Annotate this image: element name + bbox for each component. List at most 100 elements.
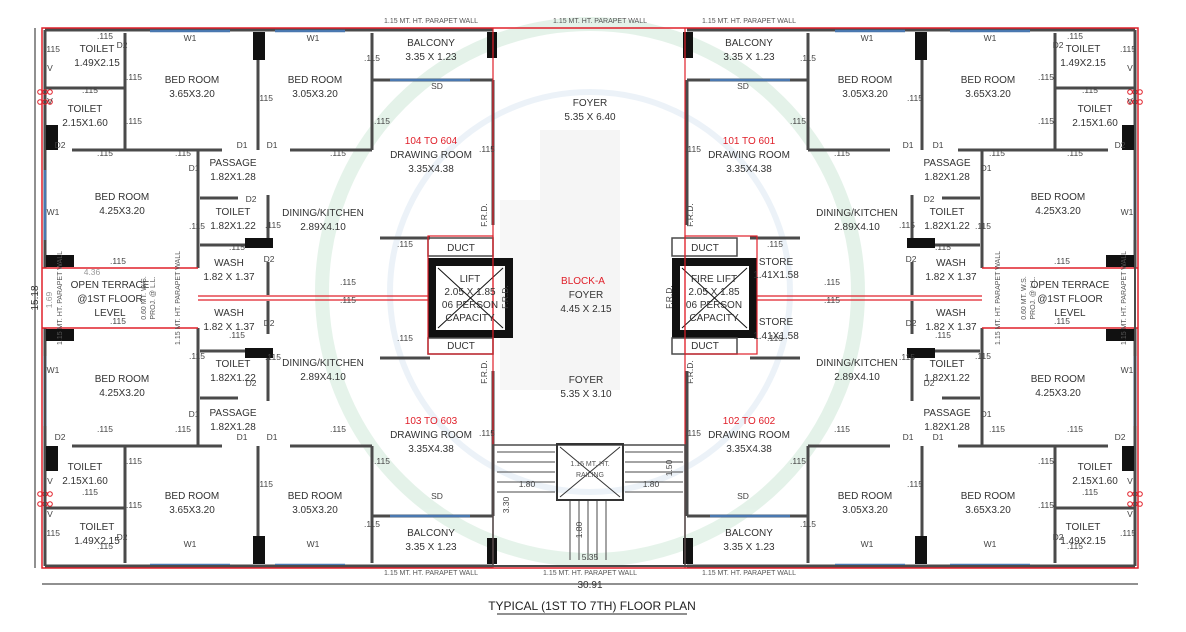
room-name: DINING/KITCHEN — [816, 208, 898, 219]
lift-capacity: 06 PERSON — [686, 300, 742, 311]
plan-tag-wall: .115 — [44, 528, 60, 538]
column — [46, 329, 74, 341]
plan-tag-d2: D2 — [906, 254, 917, 264]
room-name: WASH — [936, 308, 966, 319]
fire-lift-name: FIRE LIFT — [691, 274, 737, 285]
plan-tag-wall: .115 — [907, 93, 923, 103]
plan-tag-wall: .115 — [834, 148, 850, 158]
plan-tag-d1: D1 — [981, 163, 992, 173]
plan-tag-v: V — [47, 63, 53, 73]
plan-tag-wall: .115 — [1067, 424, 1083, 434]
plan-tag-v: V — [1127, 63, 1133, 73]
room-size: 4.25X3.20 — [99, 388, 145, 399]
plan-tag-v: V — [47, 476, 53, 486]
plan-tag-wall: .115 — [126, 116, 142, 126]
room-name: PASSAGE — [923, 158, 970, 169]
stair-dimension: 3.30 — [501, 496, 511, 513]
column — [1122, 125, 1134, 150]
plan-tag-wall: .115 — [1038, 456, 1054, 466]
plan-tag-wall: .115 — [899, 220, 915, 230]
plan-tag-wall: .115 — [330, 148, 346, 158]
plan-tag-d1: D1 — [189, 163, 200, 173]
plan-tag-wall: .115 — [82, 85, 98, 95]
room-name: TOILET — [216, 359, 251, 370]
room-name: PASSAGE — [209, 158, 256, 169]
plan-tag-wall: .115 — [97, 148, 113, 158]
core-boundary — [684, 235, 758, 355]
terrace-width: 4.36 — [84, 267, 101, 277]
projection-label: 0.60 MT. W.S. — [141, 276, 148, 320]
plan-tag-wall: .115 — [685, 428, 701, 438]
projection-label: PROJ. @ L.L. — [1030, 276, 1037, 319]
plan-tag-w1: W1 — [1121, 365, 1134, 375]
plan-tag-wall: .115 — [975, 221, 991, 231]
lift-size: 2.05 X 1.85 — [688, 287, 740, 298]
duct-label: DUCT — [447, 341, 475, 352]
stair-dimension: 1.80 — [643, 479, 660, 489]
column — [487, 538, 497, 564]
room-name: TOILET — [80, 522, 115, 533]
plan-tag-wall: .115 — [229, 330, 245, 340]
plan-tag-wall: .115 — [834, 424, 850, 434]
plan-tag-wall: .115 — [800, 519, 816, 529]
plan-tag-wall: .115 — [82, 487, 98, 497]
unit-range-label: 101 TO 601 — [723, 136, 776, 147]
plan-tag-w1: W1 — [47, 365, 60, 375]
room-size: 3.35X4.38 — [726, 444, 772, 455]
plan-tag-d1: D1 — [267, 432, 278, 442]
plan-tag-wall: .115 — [126, 500, 142, 510]
room-size: 1.82X1.22 — [210, 221, 256, 232]
plan-tag-wall: .115 — [767, 333, 783, 343]
room-size: 4.25X3.20 — [99, 206, 145, 217]
room-size: 4.25X3.20 — [1035, 388, 1081, 399]
room-size: 2.89X4.10 — [834, 372, 880, 383]
plan-tag-d2: D2 — [246, 194, 257, 204]
plan-tag-wall: .115 — [374, 116, 390, 126]
room-name: BED ROOM — [961, 75, 1015, 86]
room-size: 3.05X3.20 — [292, 89, 338, 100]
room-name: BALCONY — [725, 528, 773, 539]
frd-label: F.R.D. — [685, 360, 695, 384]
room-name: BALCONY — [725, 38, 773, 49]
room-size: 3.35 X 1.23 — [723, 52, 775, 63]
plan-tag-wall: .115 — [1038, 72, 1054, 82]
plan-tag-wall: .115 — [175, 424, 191, 434]
room-size: 3.35X4.38 — [408, 444, 454, 455]
room-name: DINING/KITCHEN — [816, 358, 898, 369]
room-name: BED ROOM — [165, 75, 219, 86]
room-name: TOILET — [216, 207, 251, 218]
plumbing-icon — [47, 89, 53, 95]
plan-tag-wall: .115 — [257, 479, 273, 489]
plan-tag-wall: .115 — [97, 31, 113, 41]
plan-tag-d2: D2 — [924, 194, 935, 204]
column — [683, 32, 693, 58]
column — [253, 536, 265, 564]
plan-tag-wall: .115 — [479, 428, 495, 438]
room-name: DRAWING ROOM — [708, 430, 790, 441]
room-size: 3.05X3.20 — [292, 505, 338, 516]
plan-tag-d2: D2 — [924, 378, 935, 388]
room-name: TOILET — [68, 462, 103, 473]
plan-tag-wall: .115 — [1082, 487, 1098, 497]
stair-dimension: 5.35 — [582, 552, 599, 562]
room-name: BALCONY — [407, 528, 455, 539]
room-name: TOILET — [930, 359, 965, 370]
plan-tag-w1: W1 — [307, 33, 320, 43]
plan-tag-wall: .115 — [265, 352, 281, 362]
store-size: 1.41X1.58 — [753, 331, 799, 342]
plan-tag-d1: D1 — [237, 432, 248, 442]
parapet-label: 1.15 MT. HT. PARAPET WALL — [57, 251, 64, 345]
plan-tag-wall: .115 — [1120, 528, 1136, 538]
room-size: 3.65X3.20 — [169, 505, 215, 516]
walls — [34, 27, 1143, 585]
plan-tag-wall: .115 — [44, 44, 60, 54]
plan-tag-wall: .115 — [1120, 44, 1136, 54]
room-size: 1.82 X 1.37 — [203, 272, 255, 283]
plan-tag-wall: .115 — [1067, 148, 1083, 158]
room-size: 3.35X4.38 — [726, 164, 772, 175]
plan-tag-wall: .115 — [989, 148, 1005, 158]
block-label: BLOCK-A — [561, 276, 605, 287]
room-name: BED ROOM — [1031, 192, 1085, 203]
lift-shaft — [428, 258, 513, 338]
